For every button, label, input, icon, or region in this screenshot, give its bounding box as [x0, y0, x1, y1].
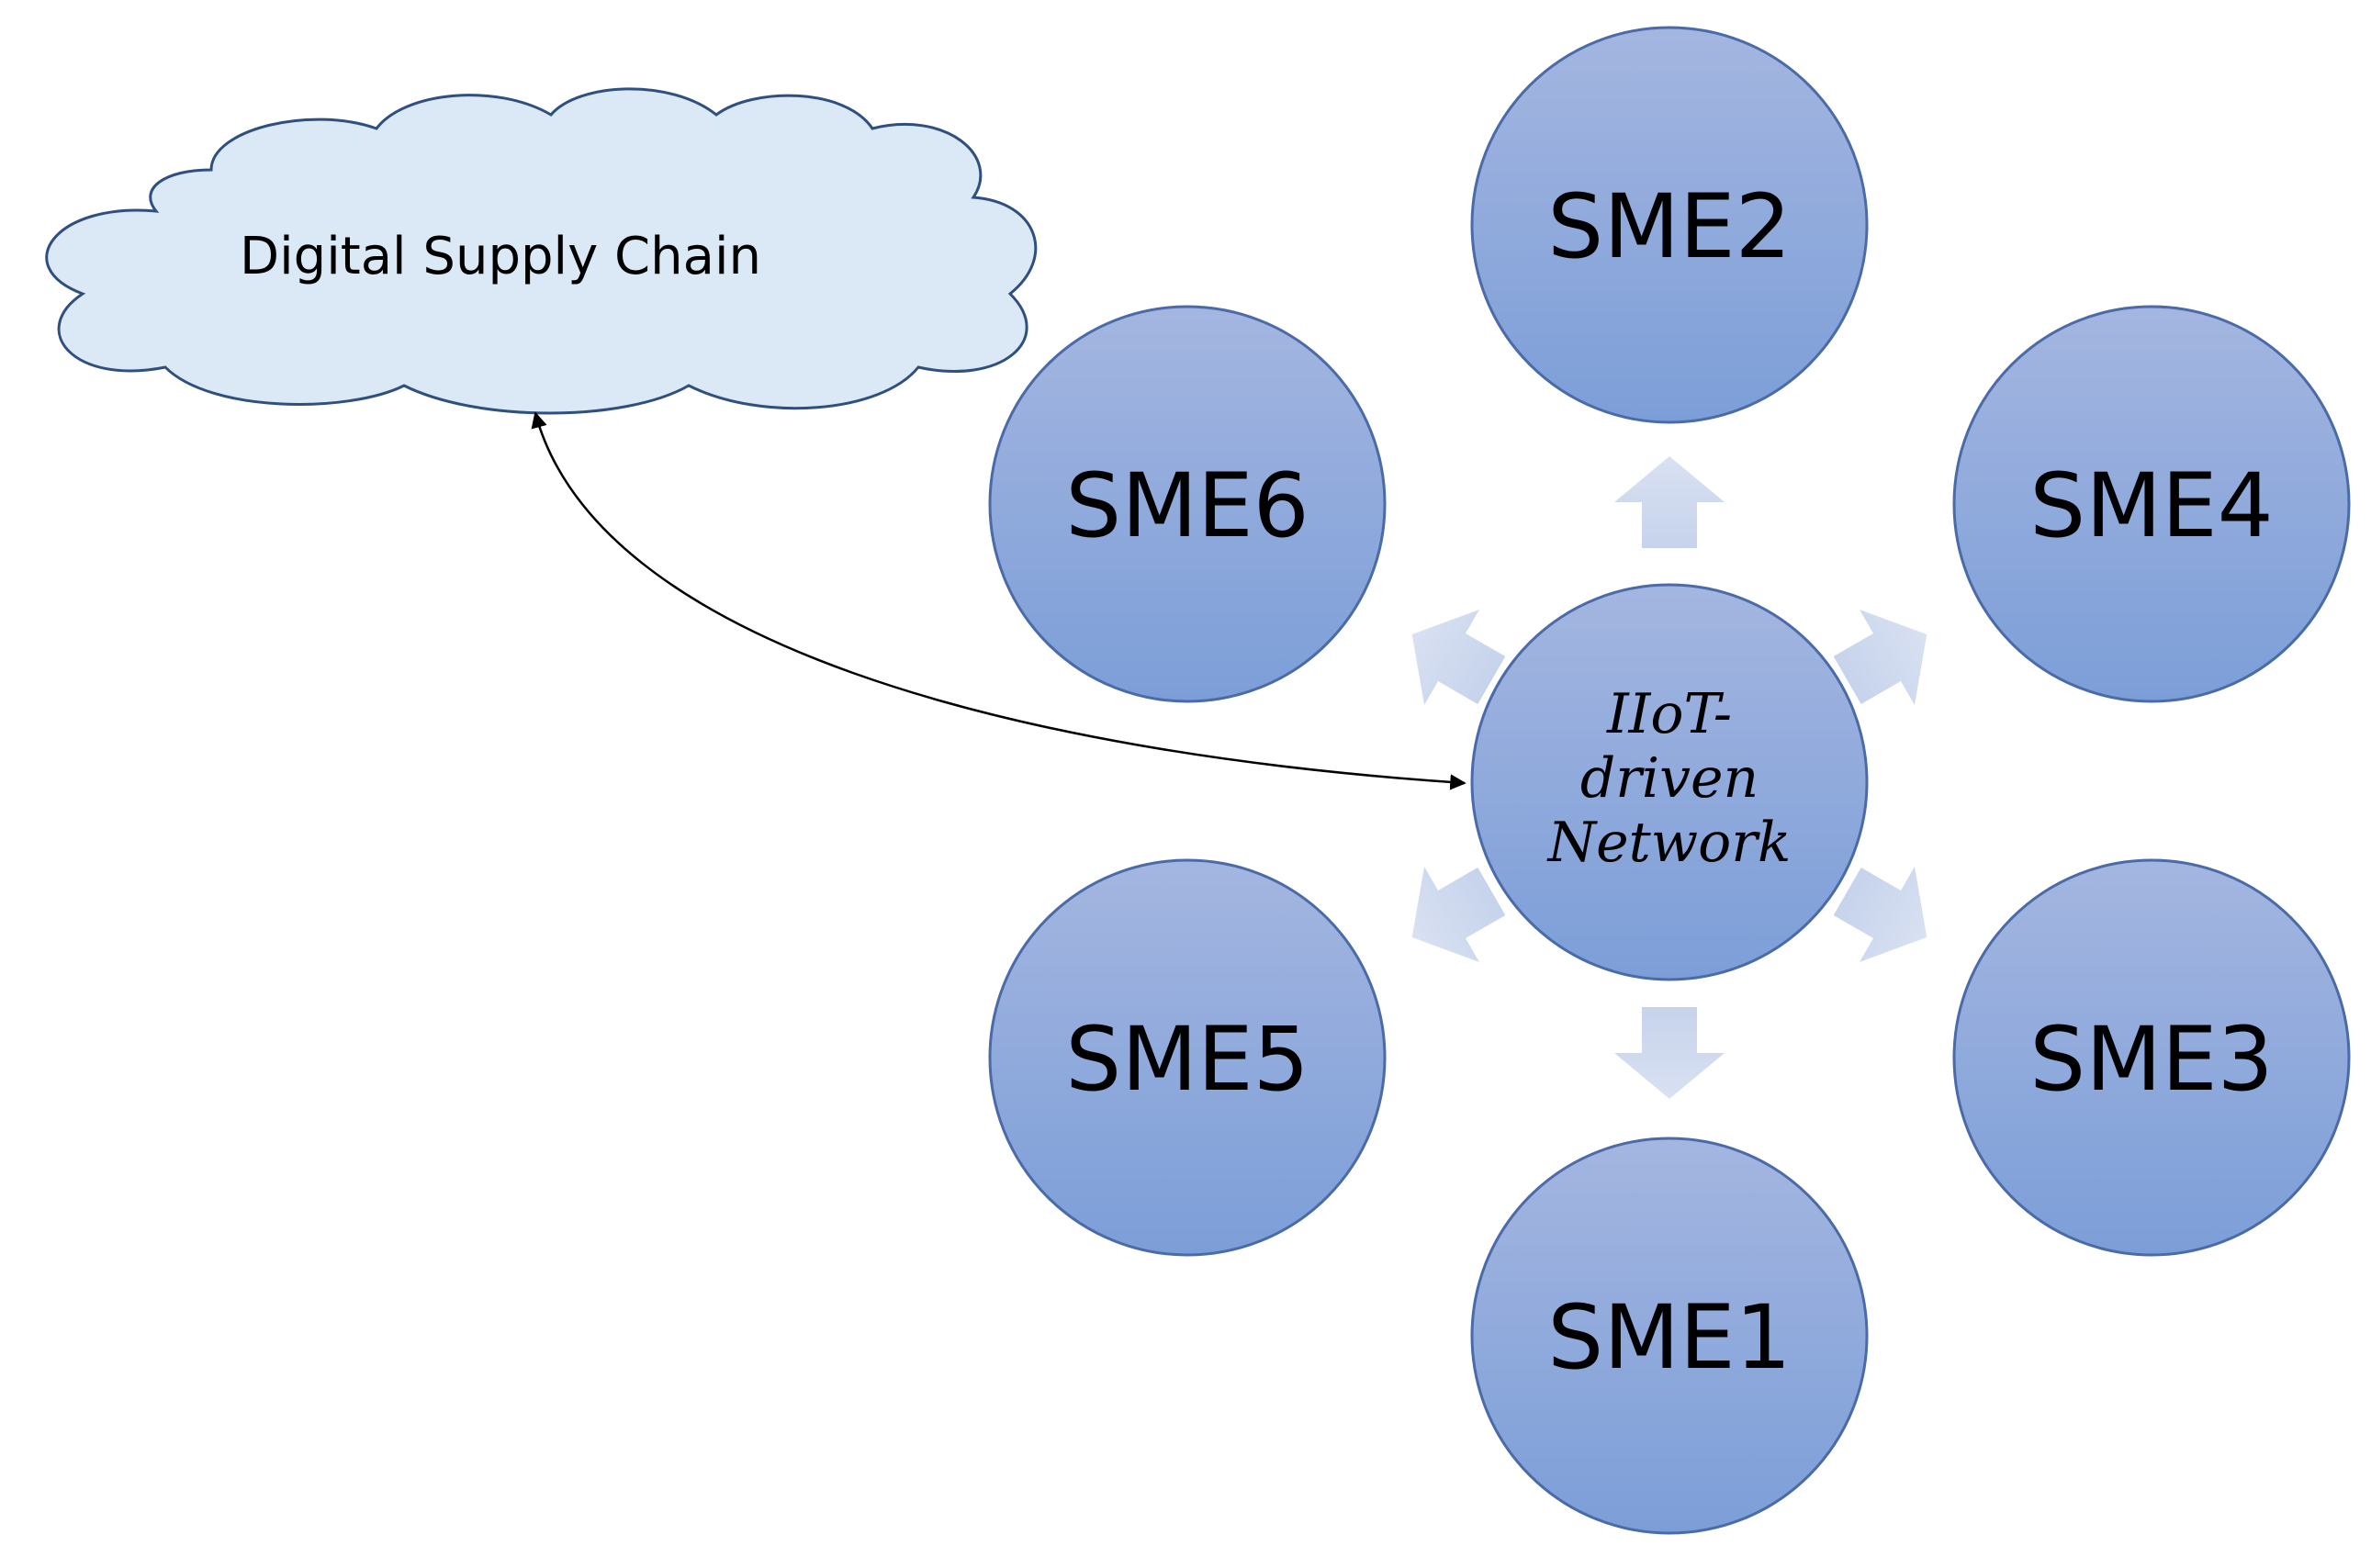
sme5-label: SME5: [1065, 1008, 1309, 1111]
arrow-lower-left: [1411, 867, 1506, 962]
node-sme6: SME6: [988, 305, 1387, 703]
arrow-upper-right: [1833, 610, 1927, 705]
sme1-label: SME1: [1547, 1286, 1792, 1389]
center-label-line3: Network: [1546, 811, 1792, 875]
center-circle: [1470, 583, 1869, 981]
arrow-up: [1614, 456, 1725, 548]
center-label-line1: IIoT-: [1606, 682, 1732, 746]
sme6-label: SME6: [1065, 454, 1309, 557]
sme4-label: SME4: [2029, 454, 2274, 557]
node-sme2: SME2: [1470, 26, 1869, 424]
cloud-label: Digital Supply Chain: [240, 227, 761, 286]
sme5-circle: [988, 858, 1387, 1257]
arrow-down: [1614, 1007, 1725, 1099]
node-sme5: SME5: [988, 858, 1387, 1257]
sme3-circle: [1952, 858, 2351, 1257]
arrow-lower-right: [1833, 867, 1927, 962]
digital-supply-chain-cloud: Digital Supply Chain: [45, 87, 1038, 415]
cloud-shape: [45, 87, 1038, 415]
node-sme3: SME3: [1952, 858, 2351, 1257]
sme3-label: SME3: [2029, 1008, 2274, 1111]
sme1-circle: [1470, 1137, 1869, 1535]
sme4-circle: [1952, 305, 2351, 703]
radial-arrows: [1411, 456, 1927, 1099]
node-sme1: SME1: [1470, 1137, 1869, 1535]
center-node-iiot-network: IIoT- driven Network: [1470, 583, 1869, 981]
sme2-label: SME2: [1547, 175, 1792, 278]
node-sme4: SME4: [1952, 305, 2351, 703]
connector-arrow: [531, 411, 1466, 790]
arrow-upper-left: [1411, 610, 1506, 705]
sme2-circle: [1470, 26, 1869, 424]
center-label-line2: driven: [1580, 746, 1759, 811]
sme6-circle: [988, 305, 1387, 703]
